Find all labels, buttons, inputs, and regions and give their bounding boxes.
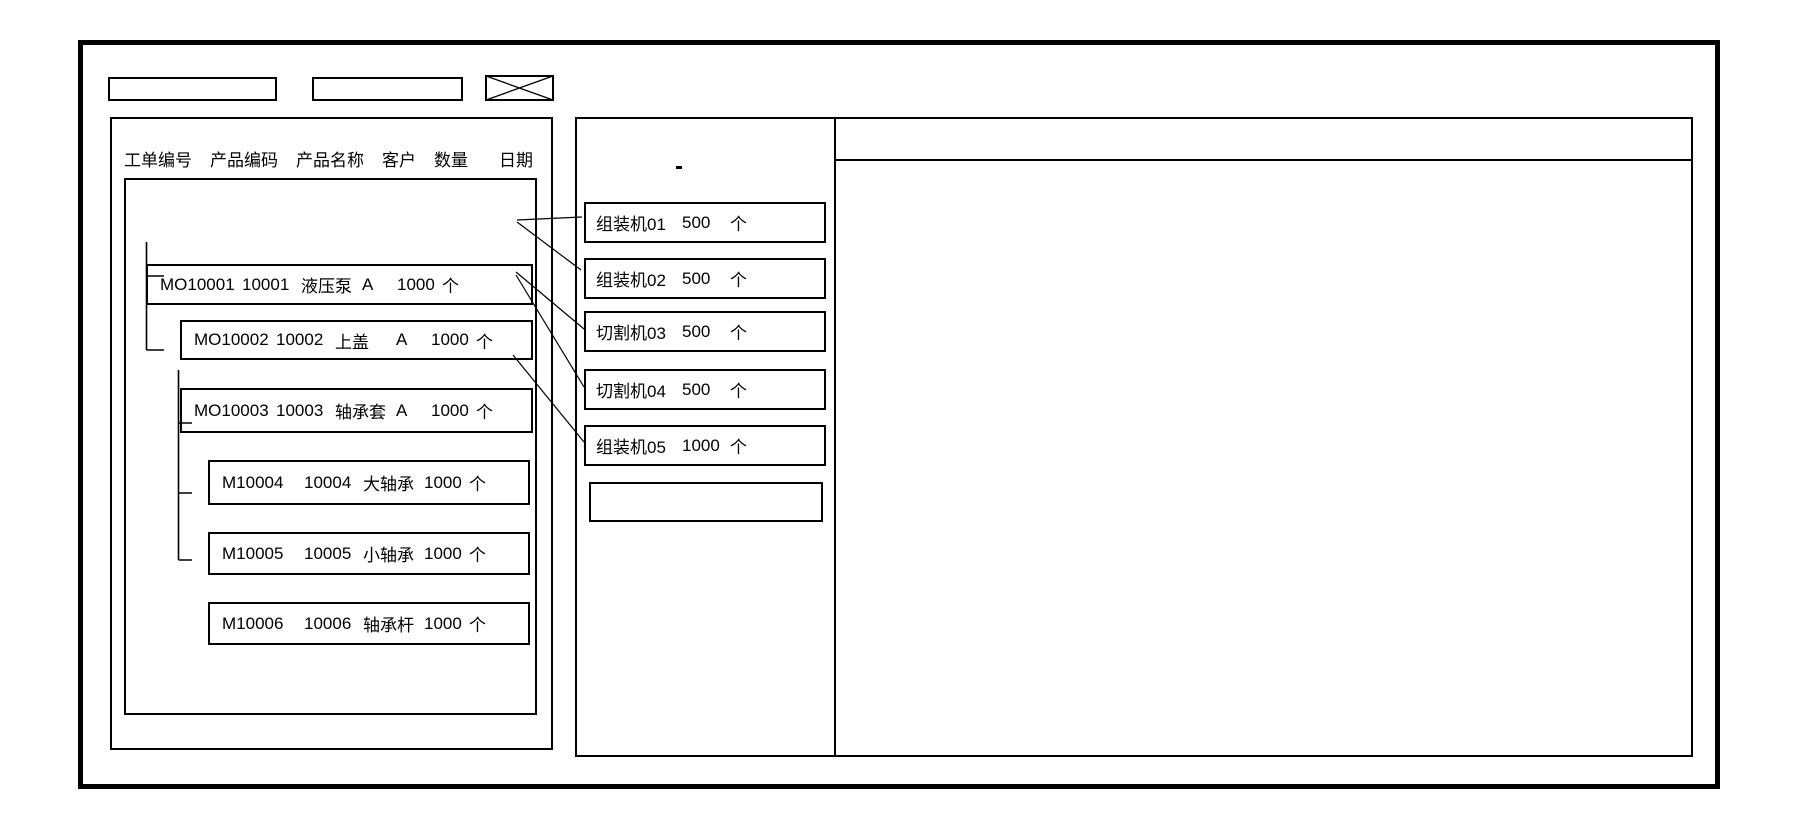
column-header-customer: 客户 [382, 151, 416, 170]
machine-quantity: 500 [682, 379, 711, 399]
column-header-product-code: 产品编码 [210, 151, 278, 170]
customer: A [362, 274, 374, 294]
order-no: MO10002 [194, 330, 269, 349]
work-order-MO10002[interactable]: MO10002 10002 上盖 A 1000 个 [180, 320, 533, 360]
unit: 个 [469, 475, 486, 494]
product-name: 小轴承 [363, 546, 414, 565]
machine-name: 切割机04 [596, 382, 666, 401]
order-no: MO10003 [194, 400, 269, 420]
column-header-date: 日期 [499, 151, 533, 170]
column-header-quantity: 数量 [434, 151, 468, 170]
machine-quantity: 500 [682, 268, 711, 288]
product-code: 10001 [242, 274, 290, 294]
machine-name: 组装机01 [596, 215, 666, 234]
order-no: M10005 [222, 543, 284, 563]
machine-name: 切割机03 [596, 324, 666, 343]
quantity: 1000 [424, 472, 462, 492]
quantity: 1000 [431, 400, 469, 420]
toolbar-field-2[interactable] [312, 77, 463, 101]
unit: 个 [476, 403, 493, 422]
machine-box-empty[interactable] [589, 482, 823, 522]
toolbar-field-1[interactable] [108, 77, 277, 101]
unit: 个 [469, 546, 486, 565]
machine-quantity: 500 [682, 212, 711, 232]
product-name: 上盖 [335, 332, 369, 352]
work-order-M10005[interactable]: M10005 10005 小轴承 1000 个 [208, 532, 530, 575]
machine-quantity: 1000 [682, 435, 720, 455]
work-order-M10006[interactable]: M10006 10006 轴承杆 1000 个 [208, 602, 530, 645]
product-name: 轴承杆 [363, 616, 414, 635]
order-no: M10004 [222, 472, 284, 492]
work-order-M10004[interactable]: M10004 10004 大轴承 1000 个 [208, 460, 530, 505]
unit: 个 [476, 332, 493, 352]
product-name: 液压泵 [301, 277, 352, 296]
product-code: 10005 [304, 543, 352, 563]
column-headers: 工单编号产品编码产品名称客户数量 日期 [124, 146, 533, 171]
product-code: 10002 [276, 330, 324, 349]
machine-unit: 个 [730, 324, 747, 343]
column-header-product-name: 产品名称 [296, 151, 364, 170]
product-code: 10006 [304, 613, 352, 633]
order-no: M10006 [222, 613, 284, 633]
quantity: 1000 [431, 330, 469, 349]
quantity: 1000 [397, 274, 435, 294]
quantity: 1000 [424, 543, 462, 563]
column-header-order-no: 工单编号 [124, 151, 192, 170]
machine-unit: 个 [730, 382, 747, 401]
detail-header-divider [836, 159, 1691, 161]
dot-placeholder [676, 166, 682, 169]
detail-panel [834, 117, 1693, 757]
machine-box-03[interactable]: 切割机03 500 个 [584, 311, 826, 352]
product-code: 10003 [276, 400, 324, 420]
customer: A [396, 330, 408, 349]
machine-name: 组装机02 [596, 271, 666, 290]
machine-box-02[interactable]: 组装机02 500 个 [584, 258, 826, 299]
work-order-MO10001[interactable]: MO10001 10001 液压泵 A 1000 个 [146, 264, 533, 305]
machine-name: 组装机05 [596, 438, 666, 457]
unit: 个 [469, 616, 486, 635]
image-placeholder [485, 75, 554, 101]
product-code: 10004 [304, 472, 352, 492]
customer: A [396, 400, 408, 420]
product-name: 大轴承 [363, 475, 414, 494]
machine-quantity: 500 [682, 321, 711, 341]
product-name: 轴承套 [335, 403, 386, 422]
order-no: MO10001 [160, 274, 235, 294]
quantity: 1000 [424, 613, 462, 633]
machine-box-04[interactable]: 切割机04 500 个 [584, 369, 826, 410]
work-order-tree: MO10001 10001 液压泵 A 1000 个 MO10002 10002 上盖 A 100… [124, 178, 537, 715]
machine-box-05[interactable]: 组装机05 1000 个 [584, 425, 826, 466]
work-order-MO10003[interactable]: MO10003 10003 轴承套 A 1000 个 [180, 388, 533, 433]
machine-unit: 个 [730, 438, 747, 457]
unit: 个 [442, 277, 459, 296]
work-orders-panel: 工单编号产品编码产品名称客户数量 日期 MO10001 10001 液压泵 A 1000 个… [110, 117, 553, 750]
machine-unit: 个 [730, 271, 747, 290]
machine-box-01[interactable]: 组装机01 500 个 [584, 202, 826, 243]
x-cross-icon [485, 75, 554, 101]
machine-unit: 个 [730, 215, 747, 234]
